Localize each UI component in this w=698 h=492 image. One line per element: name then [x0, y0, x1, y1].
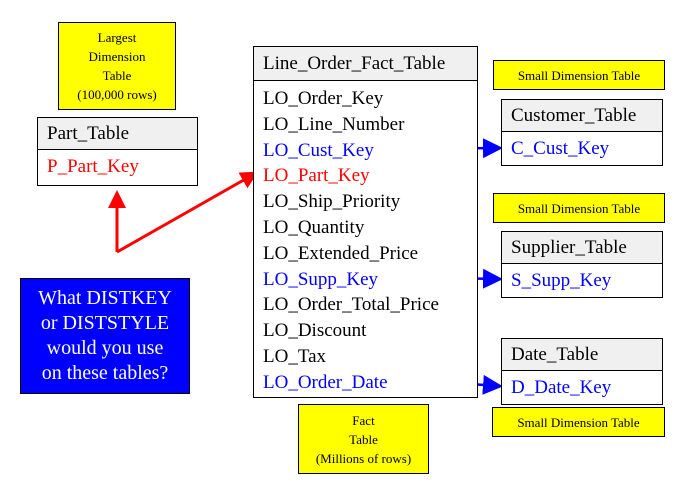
- small-dimension-note: Small Dimension Table: [493, 60, 665, 90]
- table-row: LO_Cust_Key: [263, 139, 374, 161]
- note-line: (100,000 rows): [77, 87, 157, 102]
- question-line: would you use: [46, 337, 164, 359]
- question-line: on these tables?: [41, 362, 169, 384]
- note-line: Fact: [352, 412, 375, 428]
- table-row: LO_Line_Number: [263, 113, 405, 135]
- table-row: LO_Extended_Price: [263, 242, 419, 264]
- note-line: Largest: [97, 30, 137, 45]
- small-dimension-note: Small Dimension Table: [492, 407, 665, 437]
- note-line: Table: [349, 431, 378, 447]
- largest-dimension-note: Largest Dimension Table (100,000 rows): [58, 22, 176, 110]
- part-table: Part_Table P_Part_Key: [37, 117, 198, 186]
- table-row: LO_Ship_Priority: [263, 191, 401, 213]
- table-title: Customer_Table: [502, 100, 662, 132]
- question-box: What DISTKEY or DISTSTYLE would you use …: [20, 278, 190, 394]
- table-row: LO_Supp_Key: [263, 268, 379, 290]
- supplier-table: Supplier_Table S_Supp_Key: [501, 231, 663, 298]
- customer-table: Customer_Table C_Cust_Key: [501, 99, 663, 166]
- fact-table-note: Fact Table (Millions of rows): [298, 404, 429, 474]
- part-key-arrow: [116, 171, 259, 254]
- date-table: Date_Table D_Date_Key: [501, 338, 663, 405]
- table-row: D_Date_Key: [511, 377, 612, 398]
- note-line: Dimension: [88, 49, 146, 64]
- table-row: LO_Order_Total_Price: [263, 294, 439, 316]
- note-line: Table: [102, 68, 132, 83]
- table-title: Supplier_Table: [502, 232, 662, 264]
- note-line: (Millions of rows): [315, 450, 412, 466]
- table-row: S_Supp_Key: [511, 270, 612, 291]
- table-row: C_Cust_Key: [511, 138, 610, 159]
- table-row: LO_Order_Date: [263, 371, 388, 393]
- table-title: Part_Table: [38, 118, 197, 150]
- table-row: LO_Discount: [263, 320, 367, 342]
- small-dimension-note: Small Dimension Table: [493, 193, 665, 223]
- table-title: Line_Order_Fact_Table: [254, 47, 477, 81]
- table-row: LO_Order_Key: [263, 88, 384, 109]
- table-row: LO_Part_Key: [263, 165, 370, 187]
- table-row: LO_Quantity: [263, 216, 365, 238]
- question-line: What DISTKEY: [38, 287, 172, 309]
- table-title: Date_Table: [502, 339, 662, 371]
- table-row: LO_Tax: [263, 345, 327, 367]
- question-line: or DISTSTYLE: [40, 312, 170, 334]
- table-row: P_Part_Key: [47, 156, 139, 177]
